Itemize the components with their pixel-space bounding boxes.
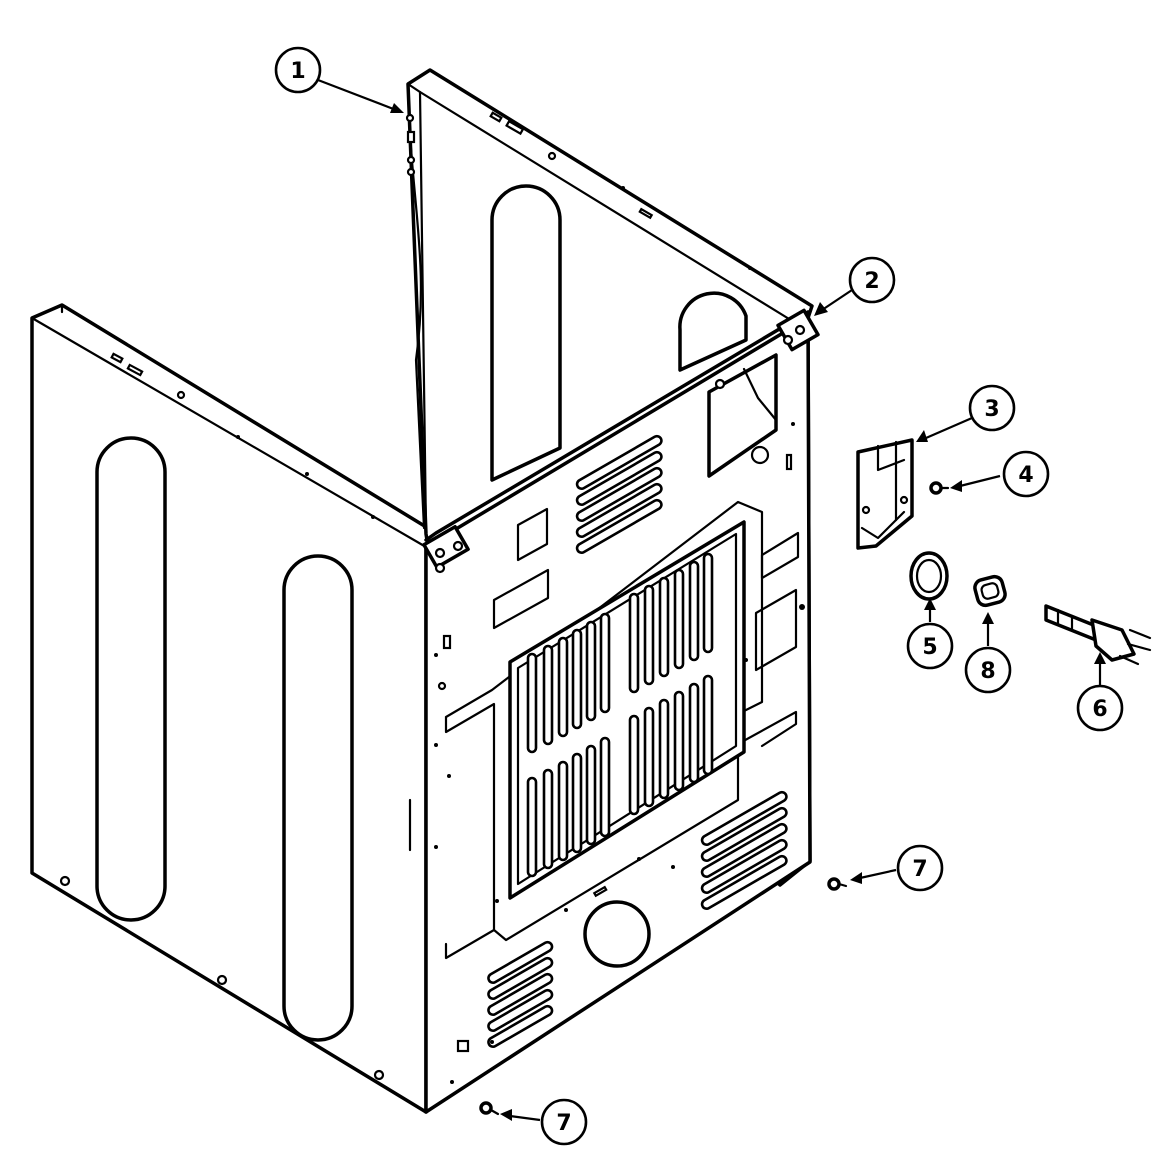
rear-vent-upper xyxy=(575,434,663,554)
screw-part-7-right xyxy=(827,877,848,891)
callout-8: 8 xyxy=(964,646,1012,694)
callout-6: 6 xyxy=(1076,684,1124,732)
rear-panel xyxy=(408,308,820,1114)
callout-7-bottom-label: 7 xyxy=(556,1111,571,1136)
callout-7-right: 7 xyxy=(896,844,944,892)
callout-4: 4 xyxy=(1002,450,1050,498)
rear-vent-lower-left xyxy=(487,940,554,1048)
callout-7-bottom: 7 xyxy=(540,1098,588,1146)
power-cord-part-6 xyxy=(1044,604,1152,666)
callout-3: 3 xyxy=(968,384,1016,432)
callout-6-label: 6 xyxy=(1092,697,1107,722)
rear-corner-bracket-left xyxy=(422,524,470,570)
grommet-part-5 xyxy=(909,551,949,601)
callout-2-label: 2 xyxy=(864,269,879,294)
rear-vent-lower-right xyxy=(700,790,788,910)
terminal-block-cover xyxy=(856,438,914,550)
callout-1-label: 1 xyxy=(290,59,305,84)
side-opening-front xyxy=(282,554,354,1042)
screw-part-7-bottom xyxy=(479,1101,500,1116)
screw-part-4 xyxy=(929,481,950,495)
callout-3-label: 3 xyxy=(984,397,999,422)
callout-1: 1 xyxy=(274,46,322,94)
rear-louvers xyxy=(526,552,714,878)
grommet-part-8 xyxy=(973,574,1007,608)
callout-2: 2 xyxy=(848,256,896,304)
callout-4-label: 4 xyxy=(1018,463,1033,488)
callout-5-label: 5 xyxy=(922,635,937,660)
side-opening-rear xyxy=(95,436,167,922)
callout-7-right-label: 7 xyxy=(912,857,927,882)
callout-5: 5 xyxy=(906,622,954,670)
left-side-panel xyxy=(30,303,438,1114)
exhaust-opening xyxy=(583,900,651,968)
callout-8-label: 8 xyxy=(980,659,995,684)
callout-leaders xyxy=(317,78,1106,1122)
